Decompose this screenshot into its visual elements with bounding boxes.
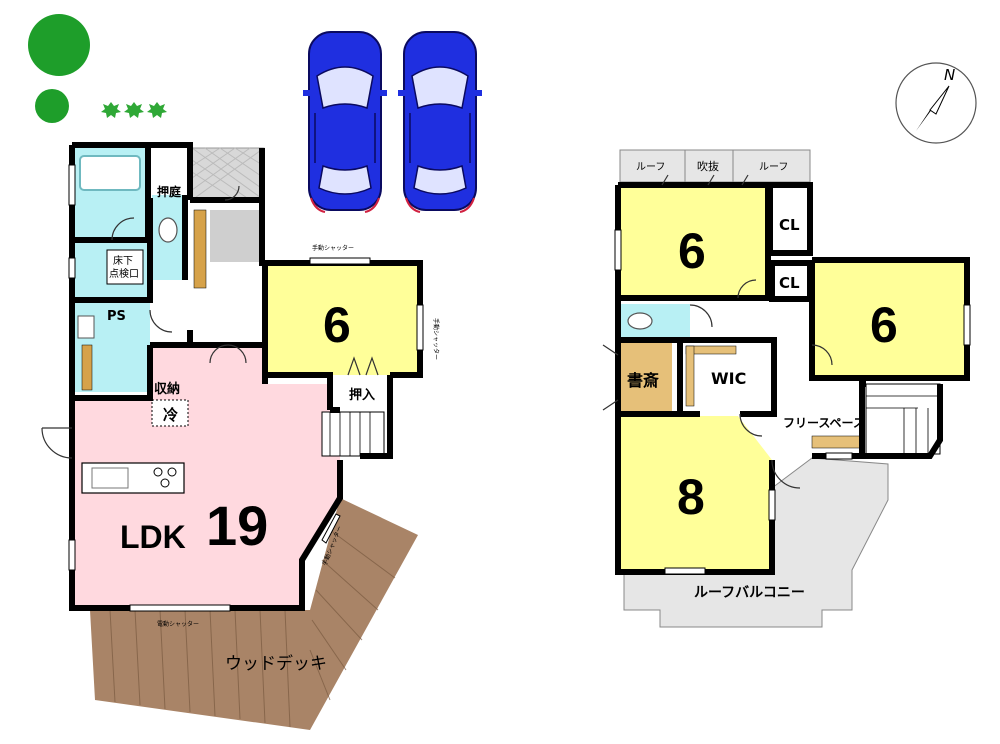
window (68, 257, 76, 279)
car-icon (398, 31, 482, 213)
door-arc (111, 217, 135, 241)
oshiire-label: 押入 (349, 387, 375, 403)
stove-icon (160, 478, 170, 488)
room-6-floor2-right (812, 263, 967, 375)
fridge-space (151, 399, 189, 427)
window (825, 452, 853, 460)
window (963, 304, 971, 346)
cl2-closet (772, 263, 810, 299)
ps-label: PS (107, 309, 126, 324)
door-arc (771, 459, 801, 489)
study-room (618, 342, 672, 412)
electric-shutter-bottom-label: 電動シャッター (157, 620, 199, 628)
free-space-shelf (811, 435, 863, 449)
bathtub (79, 155, 141, 191)
stairs-floor1 (321, 411, 385, 457)
window (321, 513, 341, 544)
stove-icon (167, 467, 177, 477)
cl2-label: CL (779, 274, 800, 292)
room-6-floor2-left (618, 188, 768, 298)
wic-shelf (685, 345, 695, 407)
door-arc (347, 356, 379, 376)
room-6-floor1 (265, 263, 420, 375)
cl1-closet (770, 188, 810, 253)
window (768, 489, 776, 521)
shoe-cabinet (193, 209, 207, 289)
fukinuke-label: 吹抜 (697, 159, 719, 173)
fridge-label: 冷 (163, 406, 178, 424)
oshiniwa-label: 押庭 (157, 184, 181, 199)
stairs-steps (866, 395, 940, 454)
floor1-walls (69, 142, 423, 611)
door-arc (737, 279, 757, 299)
room-6-floor2-left-number: 6 (678, 223, 706, 279)
room-6-floor2-right-number: 6 (870, 297, 898, 353)
deck-planks (109, 529, 396, 728)
roof-balcony (623, 457, 889, 628)
door-arc (661, 174, 749, 186)
door-arc (811, 344, 833, 366)
wood-deck (90, 498, 418, 730)
toilet-icon (158, 217, 178, 243)
window (129, 604, 231, 612)
roof-left-label: ルーフ (636, 162, 665, 173)
toilet-icon (627, 312, 653, 330)
door-arc (209, 344, 247, 364)
floor-hatch-label-1: 床下 (113, 254, 133, 267)
manual-shutter-right-label: 手動シャッター (432, 318, 440, 360)
door-arc (739, 413, 763, 437)
sink-icon (91, 467, 129, 489)
door-arc (224, 185, 240, 201)
trees (28, 14, 167, 123)
free-space-label: フリースペース (783, 416, 865, 430)
door-arc (602, 344, 619, 411)
ldk-room (72, 345, 340, 608)
compass-icon: N (895, 62, 977, 144)
entrance-hatch (191, 147, 265, 201)
shuno-label: 収納 (154, 381, 180, 397)
stove-icon (153, 467, 163, 477)
roof-left (619, 149, 686, 183)
wic-label: WIC (711, 369, 746, 388)
room-6-floor1-number: 6 (323, 297, 351, 353)
floor-hatch (106, 249, 144, 285)
floor-hatch-label-2: 点検口 (109, 267, 139, 280)
stairs-steps (329, 412, 371, 456)
window (309, 257, 371, 265)
door-arc (149, 309, 173, 333)
room-8-floor2 (618, 416, 772, 572)
shosai-label: 書斎 (627, 371, 659, 390)
manual-shutter-top-label: 手動シャッター (312, 244, 354, 252)
window (68, 539, 76, 571)
cl1-label: CL (779, 216, 800, 234)
washbasin-icon (77, 315, 95, 339)
door-arc (41, 427, 73, 459)
room-8-floor2-number: 8 (677, 469, 705, 525)
tree-small-icon (35, 89, 69, 123)
fukinuke-area (684, 149, 734, 183)
entrance-floor (210, 210, 262, 262)
door-arc (689, 304, 713, 328)
ldk-size: 19 (206, 494, 268, 557)
window (416, 304, 424, 351)
shelf-brown (81, 344, 93, 391)
tree-large-icon (28, 14, 90, 76)
stairs-floor2 (865, 383, 941, 455)
wood-deck-label: ウッドデッキ (225, 653, 327, 674)
shrub-icon (101, 102, 167, 118)
compass-north-label: N (944, 66, 955, 84)
window (68, 164, 76, 206)
roof-balcony-label: ルーフバルコニー (694, 585, 805, 601)
window (614, 229, 622, 271)
roof-right-label: ルーフ (759, 162, 788, 173)
ldk-prefix: LDK (120, 519, 186, 555)
window (664, 567, 706, 575)
car-icon (303, 31, 387, 213)
